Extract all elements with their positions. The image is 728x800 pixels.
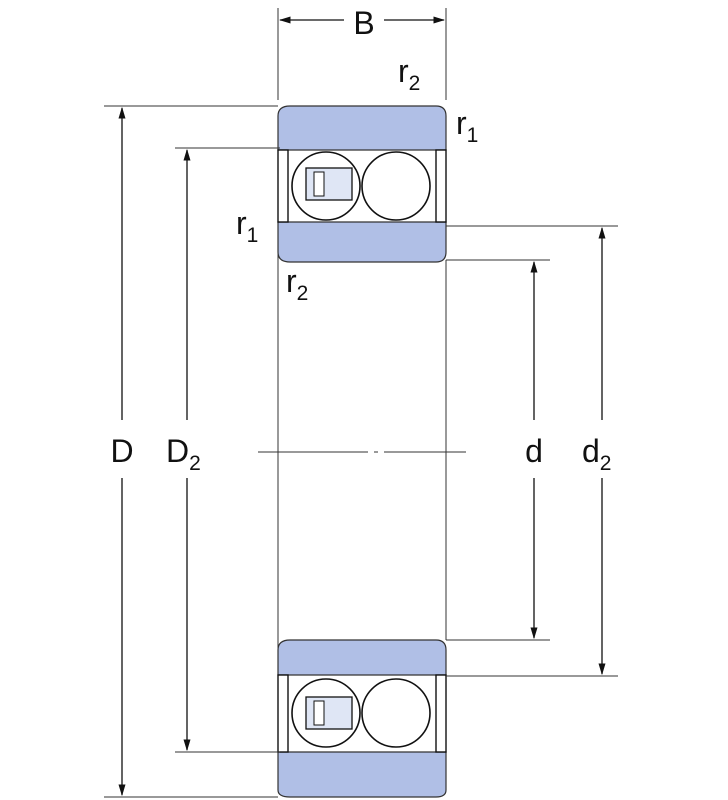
extension-lines [104, 8, 618, 798]
inner-ring-bottom [277, 639, 447, 676]
upper-bearing-section [277, 105, 447, 263]
label-D: D [110, 433, 133, 469]
seal-left-top [277, 149, 289, 223]
seal-right-bottom [435, 674, 447, 753]
outer-ring-bottom [277, 751, 447, 798]
lower-bearing-section [277, 639, 447, 798]
seal-left-bottom [277, 674, 289, 753]
cage-top [305, 167, 353, 201]
inner-ring-top [277, 221, 447, 263]
label-r1-left: r1 [236, 205, 258, 247]
ball-right-top [361, 151, 431, 221]
cage-bottom [305, 696, 353, 730]
label-r2-bottom: r2 [286, 263, 308, 305]
bearing-body [277, 230, 447, 665]
label-B: B [353, 5, 374, 41]
label-r1-top: r1 [456, 105, 478, 147]
label-r2-top: r2 [398, 53, 420, 95]
outer-ring-top [277, 105, 447, 151]
label-D2: D2 [166, 433, 201, 475]
label-d2: d2 [582, 433, 611, 475]
label-d: d [525, 433, 543, 469]
seal-right-top [435, 149, 447, 223]
ball-right-bottom [361, 678, 431, 748]
